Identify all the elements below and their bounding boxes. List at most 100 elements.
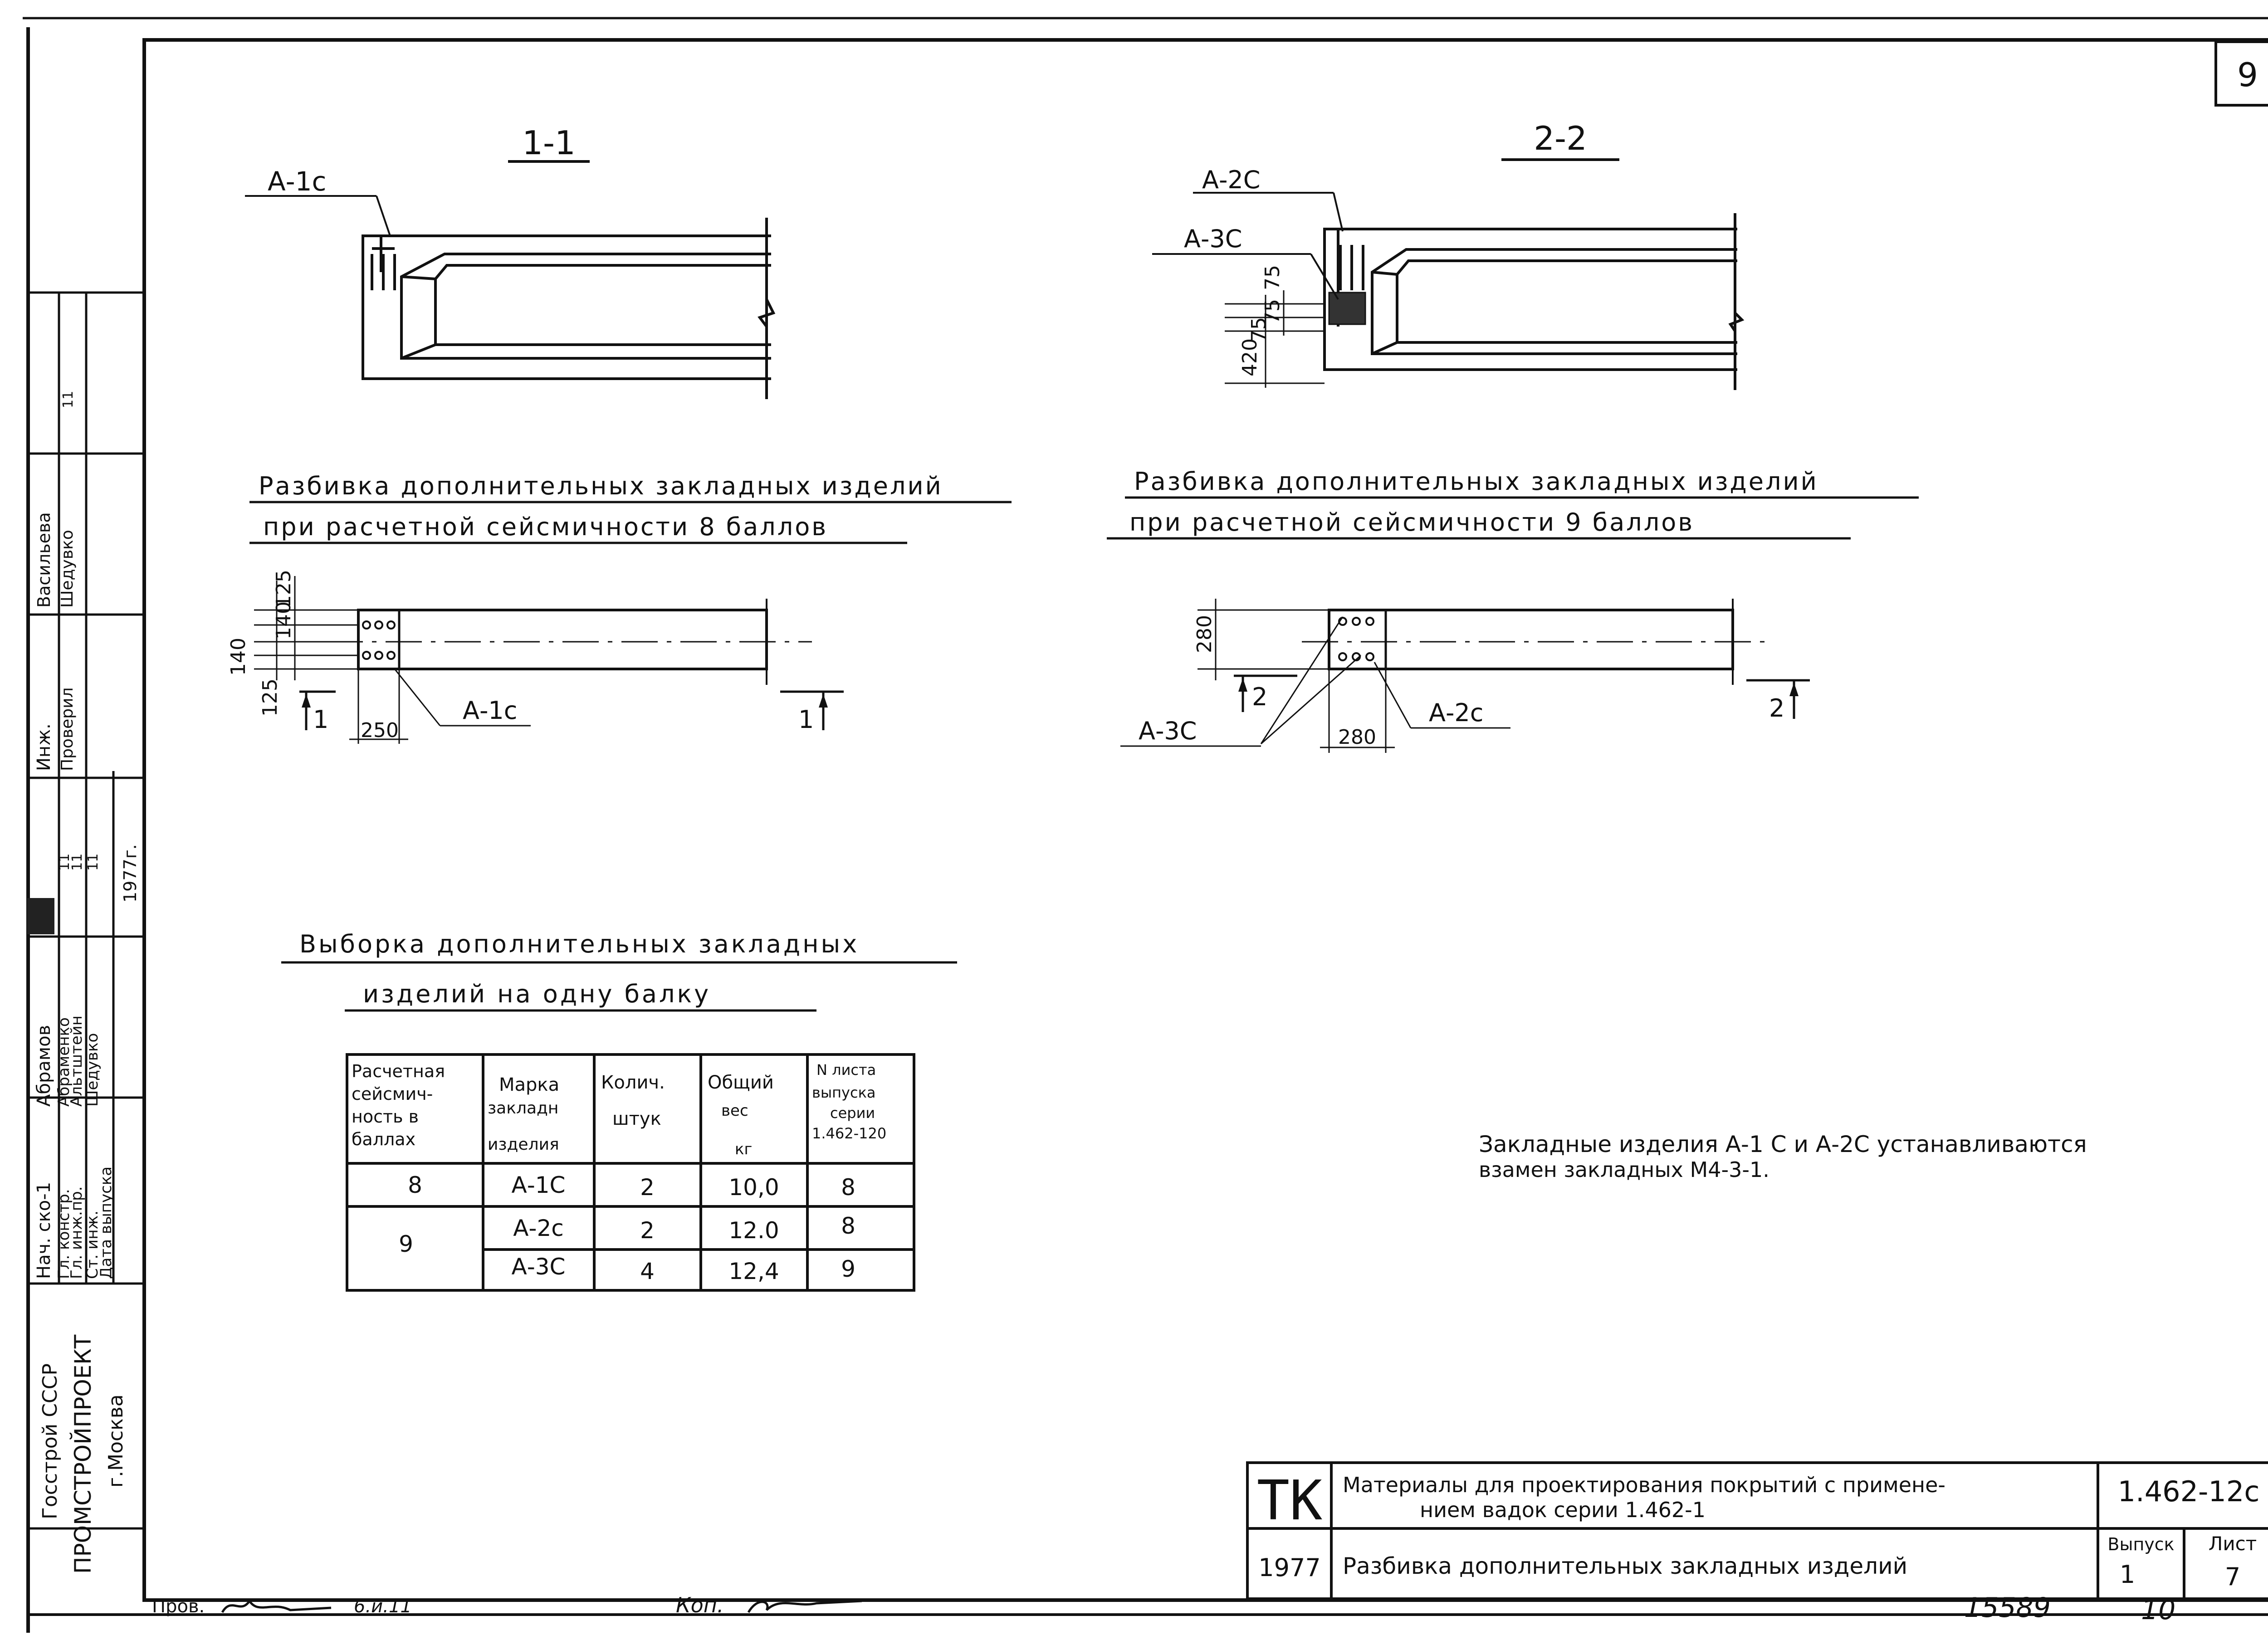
- layout-8-title-2: при расчетной сейсмичности 8 баллов: [263, 513, 828, 541]
- title-block-tk: ТК: [1257, 1469, 1323, 1533]
- stamp-role-3: Ст. инж.: [83, 1211, 102, 1279]
- header-weight-1: Общий: [708, 1072, 774, 1093]
- header-mark-1: Марка: [499, 1074, 559, 1095]
- layout-8-dim-125-bottom: 125: [259, 679, 282, 717]
- title-block-year: 1977: [1258, 1553, 1320, 1582]
- section-1-label: 1-1: [522, 124, 576, 162]
- row-1-score: 8: [408, 1172, 422, 1198]
- header-weight-2: вес: [721, 1102, 748, 1120]
- header-seismicity-3: ность в: [352, 1107, 419, 1127]
- layout-8-dim-125-top: 125: [272, 570, 295, 608]
- stamp-role-0: Нач. ско-1: [34, 1182, 54, 1279]
- row-2-sheet: 8: [841, 1213, 855, 1239]
- layout-9-dim-280-horizontal: 280: [1338, 726, 1376, 749]
- stamp-role-2: Гл. инж.пр.: [68, 1186, 86, 1279]
- title-block-sheet-label: Лист: [2209, 1533, 2257, 1555]
- stamp-name-3: Шедувко: [83, 1033, 102, 1107]
- sheet-number: 9: [2237, 56, 2258, 94]
- row-2-mark: А-2с: [513, 1215, 564, 1241]
- selection-header-mark: Марка закладн изделия: [488, 1074, 559, 1154]
- title-block-code: 1.462-12с: [2118, 1475, 2260, 1508]
- row-2-qty: 2: [640, 1217, 655, 1244]
- header-qty-2: штук: [612, 1108, 661, 1129]
- note-line-1: Закладные изделия А-1 С и А-2С устанавли…: [1479, 1131, 2087, 1157]
- note: Закладные изделия А-1 С и А-2С устанавли…: [1479, 1131, 2087, 1182]
- stamp-ditto-0: 11: [57, 854, 73, 871]
- layout-8-dimension-lines: [254, 576, 531, 744]
- title-block-issue-label: Выпуск: [2107, 1534, 2174, 1554]
- row-3-weight: 12,4: [728, 1258, 779, 1284]
- selection: Выборка дополнительных закладных изделий…: [281, 930, 957, 1292]
- note-line-2: взамен закладных М4-3-1.: [1479, 1157, 1769, 1182]
- selection-header-seismicity: Расчетная сейсмич- ность в баллах: [352, 1061, 445, 1149]
- stamp-ditto-1: 11: [69, 854, 85, 871]
- left-stamp-grid: [28, 291, 144, 1530]
- footer-copied-signature: [747, 1600, 862, 1613]
- layout-8-cut-left-label: 1: [313, 705, 328, 734]
- stamp-upper-ditto: 11: [60, 391, 76, 408]
- layout-9-callout-left: А-3С: [1139, 717, 1197, 745]
- row-2-weight: 12.0: [728, 1217, 779, 1244]
- section-2-dim-75a: 75: [1261, 265, 1284, 290]
- layout-9-callout-right: А-2с: [1429, 698, 1483, 727]
- header-qty-1: Колич.: [601, 1072, 665, 1093]
- stamp-upper-role-1: Проверил: [58, 687, 77, 771]
- stamp-name-2: Альтштейн: [68, 1015, 86, 1107]
- selection-header-qty: Колич. штук: [601, 1072, 665, 1129]
- stamp-upper-role-0: Инж.: [34, 723, 54, 771]
- title-block-title-2: нием вадок серии 1.462-1: [1420, 1498, 1706, 1522]
- footer-date: 6.й.11: [354, 1596, 412, 1617]
- title-block-sheet-value: 7: [2225, 1562, 2240, 1591]
- section-2-label: 2-2: [1534, 119, 1587, 157]
- selection-title-2: изделий на одну балку: [363, 980, 711, 1008]
- footer-checked-signature: [221, 1599, 332, 1613]
- sheet-number-box: 9: [2214, 40, 2268, 107]
- section-2-2: 2-2 75 75 75 420 А-: [1152, 119, 1745, 390]
- header-sheet-2: выпуска: [812, 1084, 876, 1101]
- selection-header-sheet: N листа выпуска серии 1.462-120: [812, 1061, 886, 1142]
- row-3-sheet: 9: [841, 1256, 855, 1282]
- stamp-org-2: ПРОМСТРОЙПРОЕКТ: [69, 1334, 96, 1574]
- row-3-mark: А-3С: [512, 1254, 566, 1280]
- layout-9-title-2: при расчетной сейсмичности 9 баллов: [1129, 508, 1694, 537]
- footer-inventory: 15589: [1964, 1592, 2051, 1624]
- section-1-1: 1-1 А-1с: [245, 124, 776, 399]
- stamp-upper-name-0: Васильева: [34, 512, 54, 608]
- layout-9-cut-right: 2: [1746, 679, 1810, 722]
- section-2-dimension-lines: [1225, 290, 1325, 388]
- section-2-callout-b: А-3С: [1184, 225, 1242, 253]
- layout-8-cut-left: 1: [299, 690, 336, 734]
- title-block: ТК 1977 Материалы для проектирования пок…: [1246, 1461, 2268, 1600]
- selection-title-1: Выборка дополнительных закладных: [299, 930, 859, 958]
- stamp-name-1: Абраменко: [55, 1017, 73, 1107]
- sheet-frame: [23, 17, 2268, 1633]
- layout-9-dim-280-vertical: 280: [1193, 615, 1216, 653]
- layout-9-cut-right-label: 2: [1769, 694, 1784, 722]
- row-1-sheet: 8: [841, 1174, 855, 1201]
- left-stamp: Нач. ско-1 Гл. констр. Гл. инж.пр. Ст. и…: [27, 291, 144, 1574]
- table-row: А-3С 4 12,4 9: [512, 1254, 855, 1284]
- header-sheet-3: серии: [830, 1104, 875, 1122]
- selection-header-weight: Общий вес кг: [708, 1072, 774, 1158]
- table-row: 8 А-1С 2 10,0 8: [408, 1172, 855, 1201]
- footer: Пров. 6.й.11 Коп. 15589 10: [152, 1592, 2175, 1626]
- layout-8-dim-250: 250: [361, 719, 399, 742]
- footer-checked-label: Пров.: [152, 1596, 205, 1617]
- stamp-signature-mark: [27, 898, 54, 934]
- stamp-org-3: г.Москва: [104, 1394, 127, 1488]
- table-row: 9 А-2с 2 12.0 8: [399, 1213, 855, 1257]
- section-2-dim-75b: 75: [1261, 299, 1284, 324]
- header-seismicity-4: баллах: [352, 1129, 415, 1149]
- layout-9-cut-left: 2: [1234, 674, 1297, 712]
- layout-8-cut-right: 1: [780, 690, 844, 734]
- stamp-org-1: Госстрой СССР: [39, 1363, 62, 1519]
- row-1-qty: 2: [640, 1174, 655, 1201]
- layout-9-anchor-holes: [1338, 617, 1374, 661]
- title-block-grid: [1246, 1461, 2268, 1600]
- stamp-upper-name-1: Шедувко: [58, 530, 77, 608]
- row-1-weight: 10,0: [728, 1174, 779, 1201]
- footer-copied-label: Коп.: [676, 1593, 724, 1617]
- header-mark-2: закладн: [488, 1099, 558, 1118]
- stamp-role-4: Дата выпуска: [97, 1167, 115, 1279]
- stamp-year: 1977г.: [120, 844, 140, 903]
